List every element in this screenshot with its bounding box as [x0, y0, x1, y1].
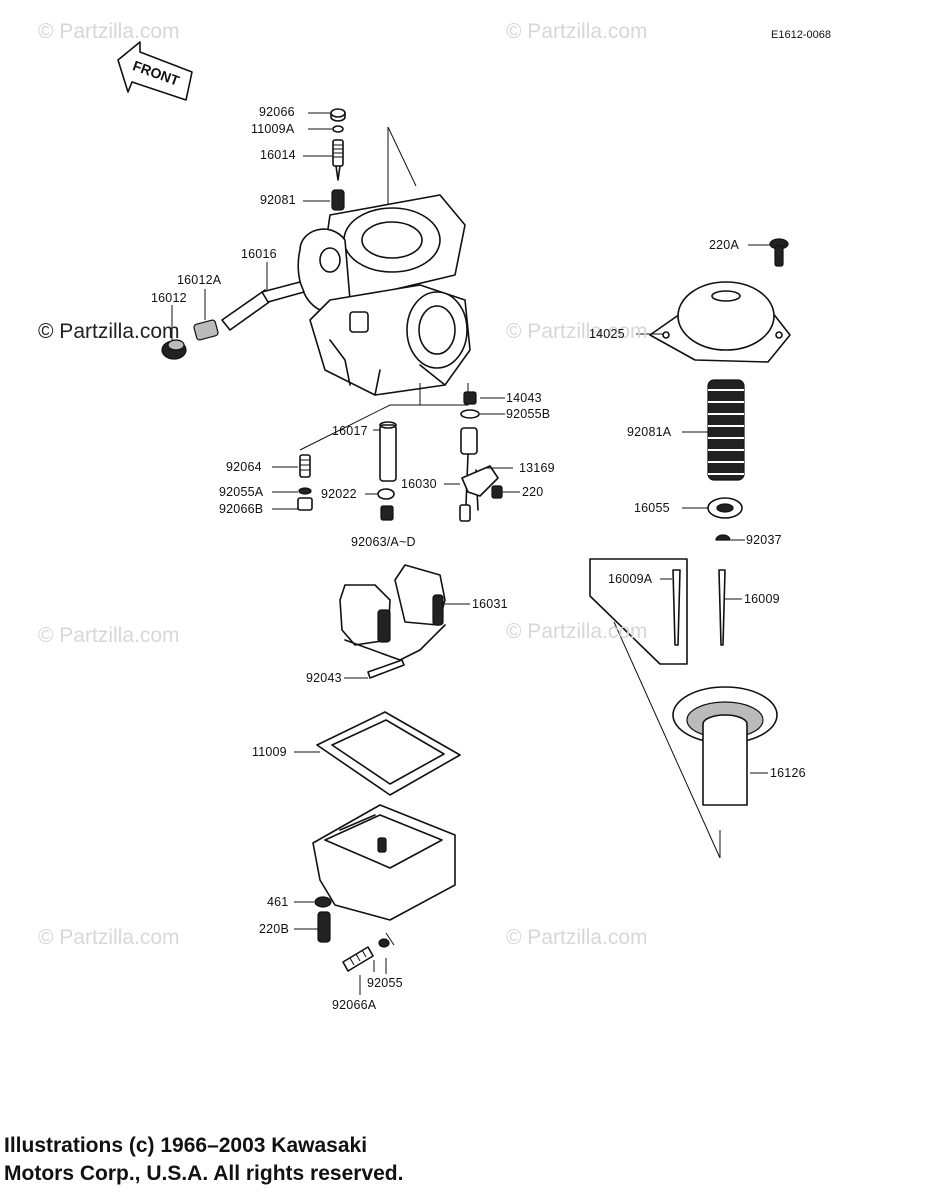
watermark-lower-left: © Partzilla.com	[38, 624, 180, 647]
label-92081A: 92081A	[627, 425, 672, 439]
washer-92022-shape	[377, 488, 395, 500]
plug-92066B-shape	[297, 497, 313, 511]
label-16016: 16016	[241, 247, 277, 261]
float-valve-16030-shape	[459, 427, 479, 522]
label-16055: 16055	[634, 501, 670, 515]
oring-92055B-shape	[460, 409, 480, 419]
label-13169: 13169	[519, 461, 555, 475]
label-92055: 92055	[367, 976, 403, 990]
float-16031-shape	[339, 564, 446, 661]
label-16031: 16031	[472, 597, 508, 611]
jet-92064-shape	[299, 454, 311, 478]
clip-92037-shape	[715, 534, 731, 541]
leader-lower-right	[420, 383, 469, 406]
label-92022: 92022	[321, 487, 357, 501]
label-92066B: 92066B	[219, 502, 264, 516]
washer-92055A-shape	[298, 487, 312, 495]
spring-92081A-shape	[707, 379, 745, 481]
label-220: 220	[522, 485, 544, 499]
watermark-lower-center: © Partzilla.com	[506, 620, 648, 643]
label-92066: 92066	[259, 105, 295, 119]
spring-92081-shape	[331, 189, 345, 211]
float-bowl-shape	[312, 804, 456, 921]
label-220B: 220B	[259, 922, 289, 936]
needle-variant-frame	[589, 558, 688, 665]
leader-lines	[171, 112, 770, 995]
label-16030: 16030	[401, 477, 437, 491]
oring-11009A-shape	[332, 125, 344, 133]
label-92063: 92063/A~D	[351, 535, 416, 549]
tube-16017-shape	[379, 421, 397, 482]
label-11009A: 11009A	[251, 122, 295, 136]
leader-lower-left	[299, 383, 421, 451]
bolt-220B-shape	[317, 911, 331, 943]
label-16014: 16014	[260, 148, 296, 162]
label-16012: 16012	[151, 291, 187, 305]
screw-220-shape	[491, 485, 503, 499]
watermark-top-left: © Partzilla.com	[38, 20, 180, 43]
drawing-code: E1612-0068	[771, 29, 831, 41]
label-220A: 220A	[709, 238, 739, 252]
seat-16055-shape	[707, 497, 743, 519]
label-14043: 14043	[506, 391, 542, 405]
needle-16009A-shape	[672, 569, 681, 646]
screw-16014-shape	[332, 139, 344, 181]
valve-14043-shape	[463, 391, 477, 405]
watermark-dark: © Partzilla.com	[38, 320, 180, 343]
label-92043: 92043	[306, 671, 342, 685]
label-16126: 16126	[770, 766, 806, 780]
label-16012A: 16012A	[177, 273, 222, 287]
watermark-top-center: © Partzilla.com	[506, 20, 648, 43]
watermark-bottom-center: © Partzilla.com	[506, 926, 648, 949]
pilot-screw-16016-shape	[221, 281, 305, 331]
label-14025: 14025	[589, 327, 625, 341]
label-16017: 16017	[332, 424, 368, 438]
label-92081: 92081	[260, 193, 296, 207]
leader-arrow	[387, 126, 417, 187]
label-461: 461	[267, 895, 289, 909]
label-11009: 11009	[252, 745, 287, 759]
screw-220A-shape	[769, 238, 789, 267]
screw-92066A-shape	[342, 946, 374, 972]
label-92064: 92064	[226, 460, 262, 474]
carburetor-body	[297, 194, 471, 396]
label-92037: 92037	[746, 533, 782, 547]
label-92055B: 92055B	[506, 407, 551, 421]
cap-92066-shape	[330, 108, 346, 122]
nut-16012A-shape	[193, 319, 219, 341]
pin-92043-shape	[367, 659, 405, 679]
label-16009: 16009	[744, 592, 780, 606]
washer-461-shape	[314, 896, 332, 908]
cover-14025-shape	[649, 281, 791, 363]
needle-16009-shape	[718, 569, 726, 646]
label-92055A: 92055A	[219, 485, 264, 499]
watermark-mid-center: © Partzilla.com	[506, 320, 648, 343]
jet-92063-shape	[380, 505, 394, 521]
label-16009A: 16009A	[608, 572, 653, 586]
watermark-bottom-left: © Partzilla.com	[38, 926, 180, 949]
front-arrow	[117, 41, 193, 101]
leader-diagonal-right	[613, 621, 721, 859]
label-92066A: 92066A	[332, 998, 377, 1012]
credit-line-1: Illustrations (c) 1966–2003 Kawasaki	[4, 1134, 368, 1157]
piston-16126-shape	[672, 686, 778, 806]
plate-13169-shape	[461, 465, 499, 497]
gasket-11009-shape	[316, 711, 461, 796]
cap-16012-shape	[161, 339, 187, 360]
washer-92055-shape	[378, 938, 390, 948]
credit-line-2: Motors Corp., U.S.A. All rights reserved…	[4, 1162, 404, 1185]
